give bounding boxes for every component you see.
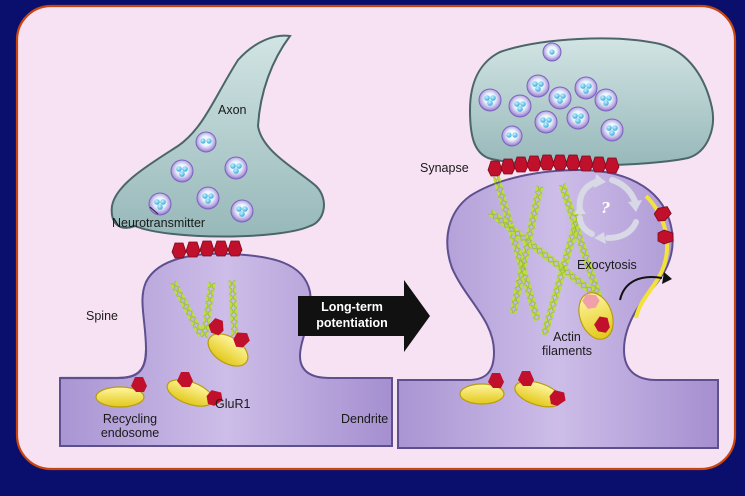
glur1-label: GluR1 [215, 397, 250, 411]
dendrite-label: Dendrite [341, 412, 388, 426]
question-mark: ? [601, 199, 610, 217]
actin-filaments-label: Actin filaments [536, 330, 598, 358]
recycling-endosome-label: Recycling endosome [100, 412, 160, 440]
right-axon-terminal [470, 38, 713, 165]
actin-line2: filaments [536, 344, 598, 358]
actin-line1: Actin [536, 330, 598, 344]
synapse-label: Synapse [420, 161, 469, 175]
neurotransmitter-label: Neurotransmitter [112, 216, 205, 230]
recycling-endosome-line1: Recycling [100, 412, 160, 426]
left-receptors [172, 241, 242, 258]
spine-label: Spine [86, 309, 118, 323]
axon-label: Axon [218, 103, 247, 117]
ltp-line1: Long-term [300, 299, 404, 315]
recycling-endosome-line2: endosome [100, 426, 160, 440]
ltp-label: Long-term potentiation [300, 299, 404, 331]
exocytosis-label: Exocytosis [577, 258, 637, 272]
ltp-line2: potentiation [300, 315, 404, 331]
